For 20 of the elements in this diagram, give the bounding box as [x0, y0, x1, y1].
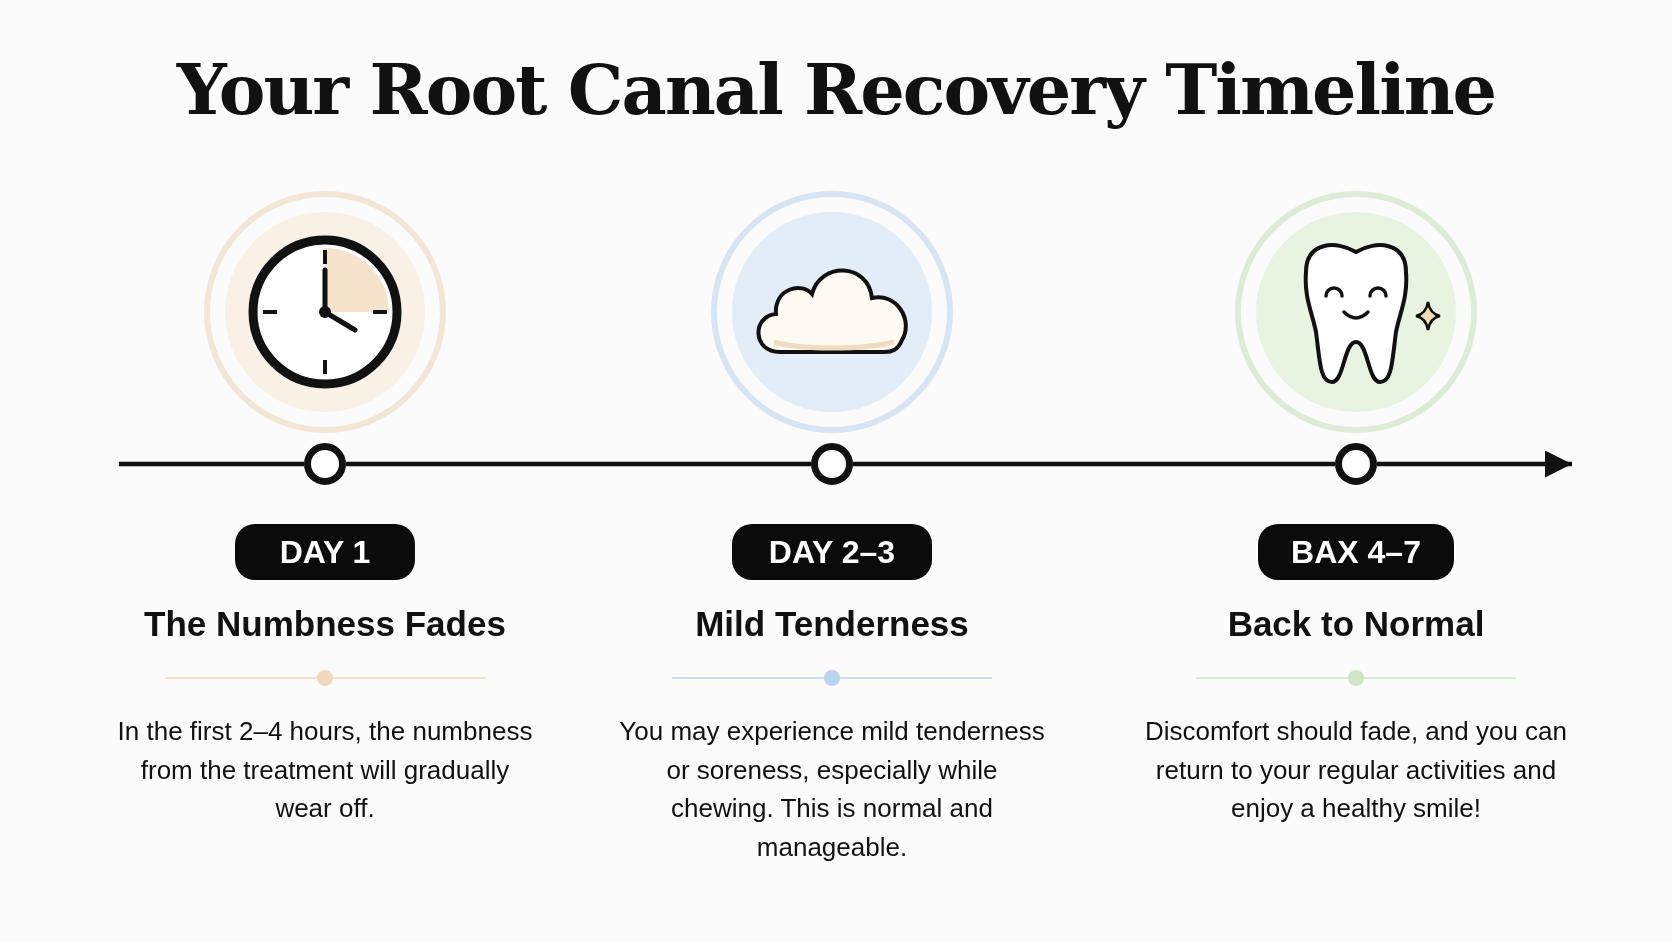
day-badge: DAY 1: [235, 524, 415, 580]
title: Your Root Canal Recovery Timeline: [175, 48, 1497, 131]
description-text: Discomfort should fade, and you can return to your regular activities and enjoy a healthy smile!: [1144, 715, 1568, 826]
day-badge: DAY 2–3: [732, 524, 932, 580]
cloud-icon: [709, 189, 955, 435]
tooth-icon: [1233, 189, 1479, 435]
timeline-marker: [811, 443, 853, 485]
description-text: You may experience mild tenderness or soreness, especially while chewing. This is normal and manageable.: [618, 715, 1046, 864]
timeline-arrow: [1377, 450, 1572, 478]
timeline-line: [346, 461, 811, 467]
clock-icon: [202, 189, 448, 435]
timeline-line: [119, 461, 304, 467]
timeline-marker: [304, 443, 346, 485]
stage-heading: Mild Tenderness: [694, 604, 970, 644]
timeline-marker: [1335, 443, 1377, 485]
description-text: In the first 2–4 hours, the numbness from the treatment will gradually wear off.: [116, 715, 534, 826]
stage-heading: Back to Normal: [1226, 604, 1486, 644]
day-badge: BAX 4–7: [1258, 524, 1454, 580]
timeline-line: [853, 461, 1335, 467]
stage-heading: The Numbness Fades: [143, 604, 507, 644]
